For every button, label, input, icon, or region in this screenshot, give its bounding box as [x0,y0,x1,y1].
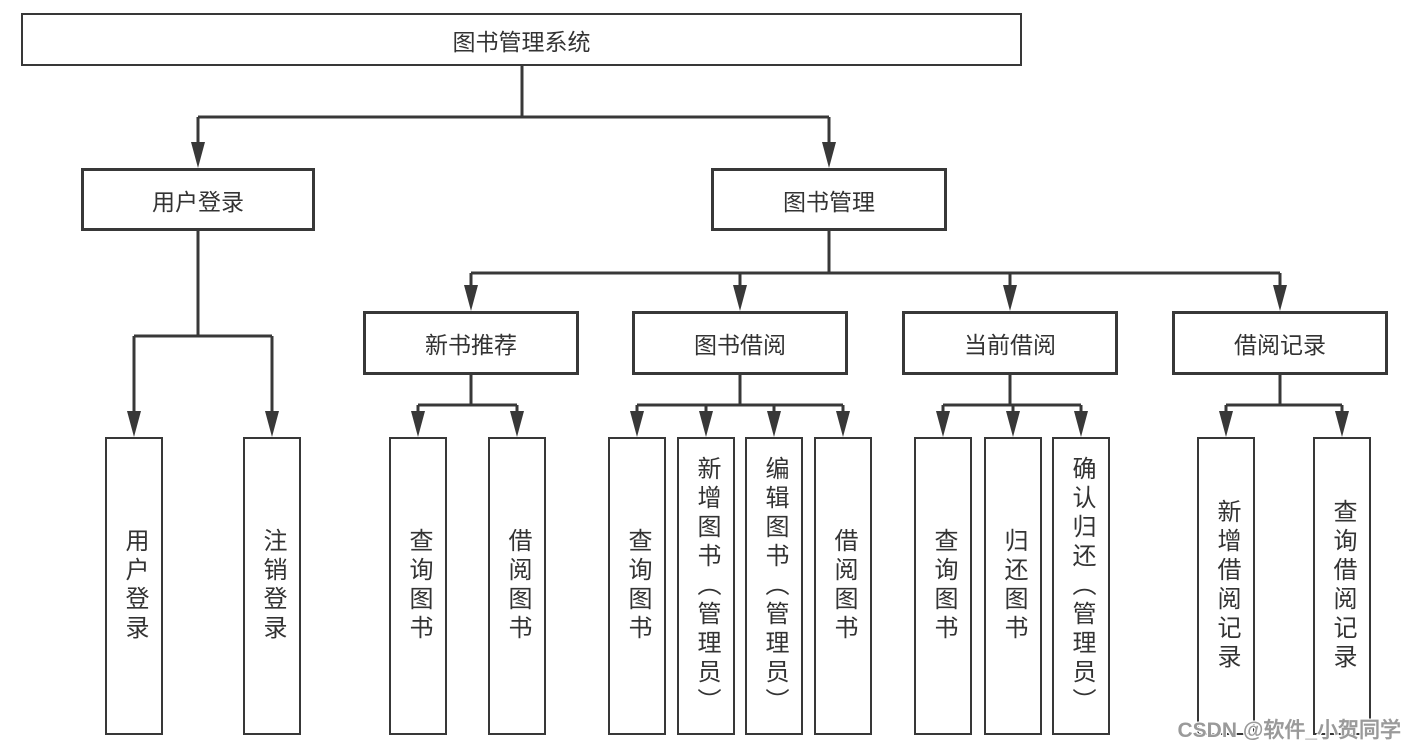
connector-book-management-to-level3 [469,231,1282,288]
node-label: 当前借阅 [964,332,1056,358]
csdn-watermark: CSDN @软件_小贺同学 [1177,719,1402,742]
node-leaf-borrow-book: 借阅图书 [814,437,872,735]
node-leaf-user-login: 用户登录 [105,437,163,735]
node-label: 确认归还（管理员） [1068,455,1095,717]
arrowheads [127,142,1349,437]
node-root-library-system: 图书管理系统 [21,13,1022,66]
node-book-borrow: 图书借阅 [632,311,848,375]
node-leaf-add-borrow-record: 新增借阅记录 [1197,437,1255,735]
node-leaf-query-book-current: 查询图书 [914,437,972,735]
arrowhead-icon [822,142,836,168]
node-leaf-logout: 注销登录 [243,437,301,735]
arrowhead-icon [510,411,524,437]
node-leaf-query-borrow-record: 查询借阅记录 [1313,437,1371,735]
node-leaf-confirm-return-admin: 确认归还（管理员） [1052,437,1110,735]
arrowhead-icon [191,142,205,168]
arrowhead-icon [411,411,425,437]
arrowhead-icon [699,411,713,437]
node-leaf-edit-book-admin: 编辑图书（管理员） [745,437,803,735]
node-current-borrow: 当前借阅 [902,311,1118,375]
node-leaf-query-book-recommend: 查询图书 [389,437,447,735]
arrowhead-icon [1335,411,1349,437]
arrowhead-icon [265,411,279,437]
node-label: 图书管理 [783,188,875,215]
node-label: 借阅图书 [504,528,531,644]
connector-root-to-level2 [196,66,831,144]
node-label: 借阅图书 [830,528,857,644]
node-label: 新书推荐 [425,332,517,358]
node-label: 用户登录 [152,188,244,215]
node-label: 编辑图书（管理员） [761,455,788,717]
node-label: 新增借阅记录 [1213,499,1240,673]
node-label: 用户登录 [121,528,148,644]
connector-current-borrow-to-leaves [941,375,1083,414]
arrowhead-icon [1006,411,1020,437]
arrowhead-icon [836,411,850,437]
arrowhead-icon [464,285,478,311]
arrowhead-icon [1273,285,1287,311]
node-label: 图书借阅 [694,332,786,358]
connector-book-borrow-to-leaves [635,375,845,414]
connector-new-book-to-leaves [416,375,519,414]
node-label: 借阅记录 [1234,332,1326,358]
arrowhead-icon [767,411,781,437]
node-leaf-borrow-book-recommend: 借阅图书 [488,437,546,735]
arrowhead-icon [630,411,644,437]
node-leaf-return-book: 归还图书 [984,437,1042,735]
arrowhead-icon [1074,411,1088,437]
node-book-management: 图书管理 [711,168,947,231]
node-label: 查询图书 [930,528,957,644]
arrowhead-icon [127,411,141,437]
node-borrow-record: 借阅记录 [1172,311,1388,375]
arrowhead-icon [733,285,747,311]
node-new-book-recommend: 新书推荐 [363,311,579,375]
node-user-login: 用户登录 [81,168,315,231]
arrowhead-icon [1219,411,1233,437]
node-label: 查询图书 [405,528,432,644]
node-label: 归还图书 [1000,528,1027,644]
arrowhead-icon [1003,285,1017,311]
node-label: 图书管理系统 [452,28,591,55]
node-leaf-query-book-borrow: 查询图书 [608,437,666,735]
connector-user-login-to-leaves [132,231,274,414]
node-label: 注销登录 [259,528,286,644]
connector-borrow-record-to-leaves [1224,375,1344,414]
node-label: 查询借阅记录 [1329,499,1356,673]
node-leaf-add-book-admin: 新增图书（管理员） [677,437,735,735]
node-label: 新增图书（管理员） [693,455,720,717]
arrowhead-icon [936,411,950,437]
node-label: 查询图书 [624,528,651,644]
